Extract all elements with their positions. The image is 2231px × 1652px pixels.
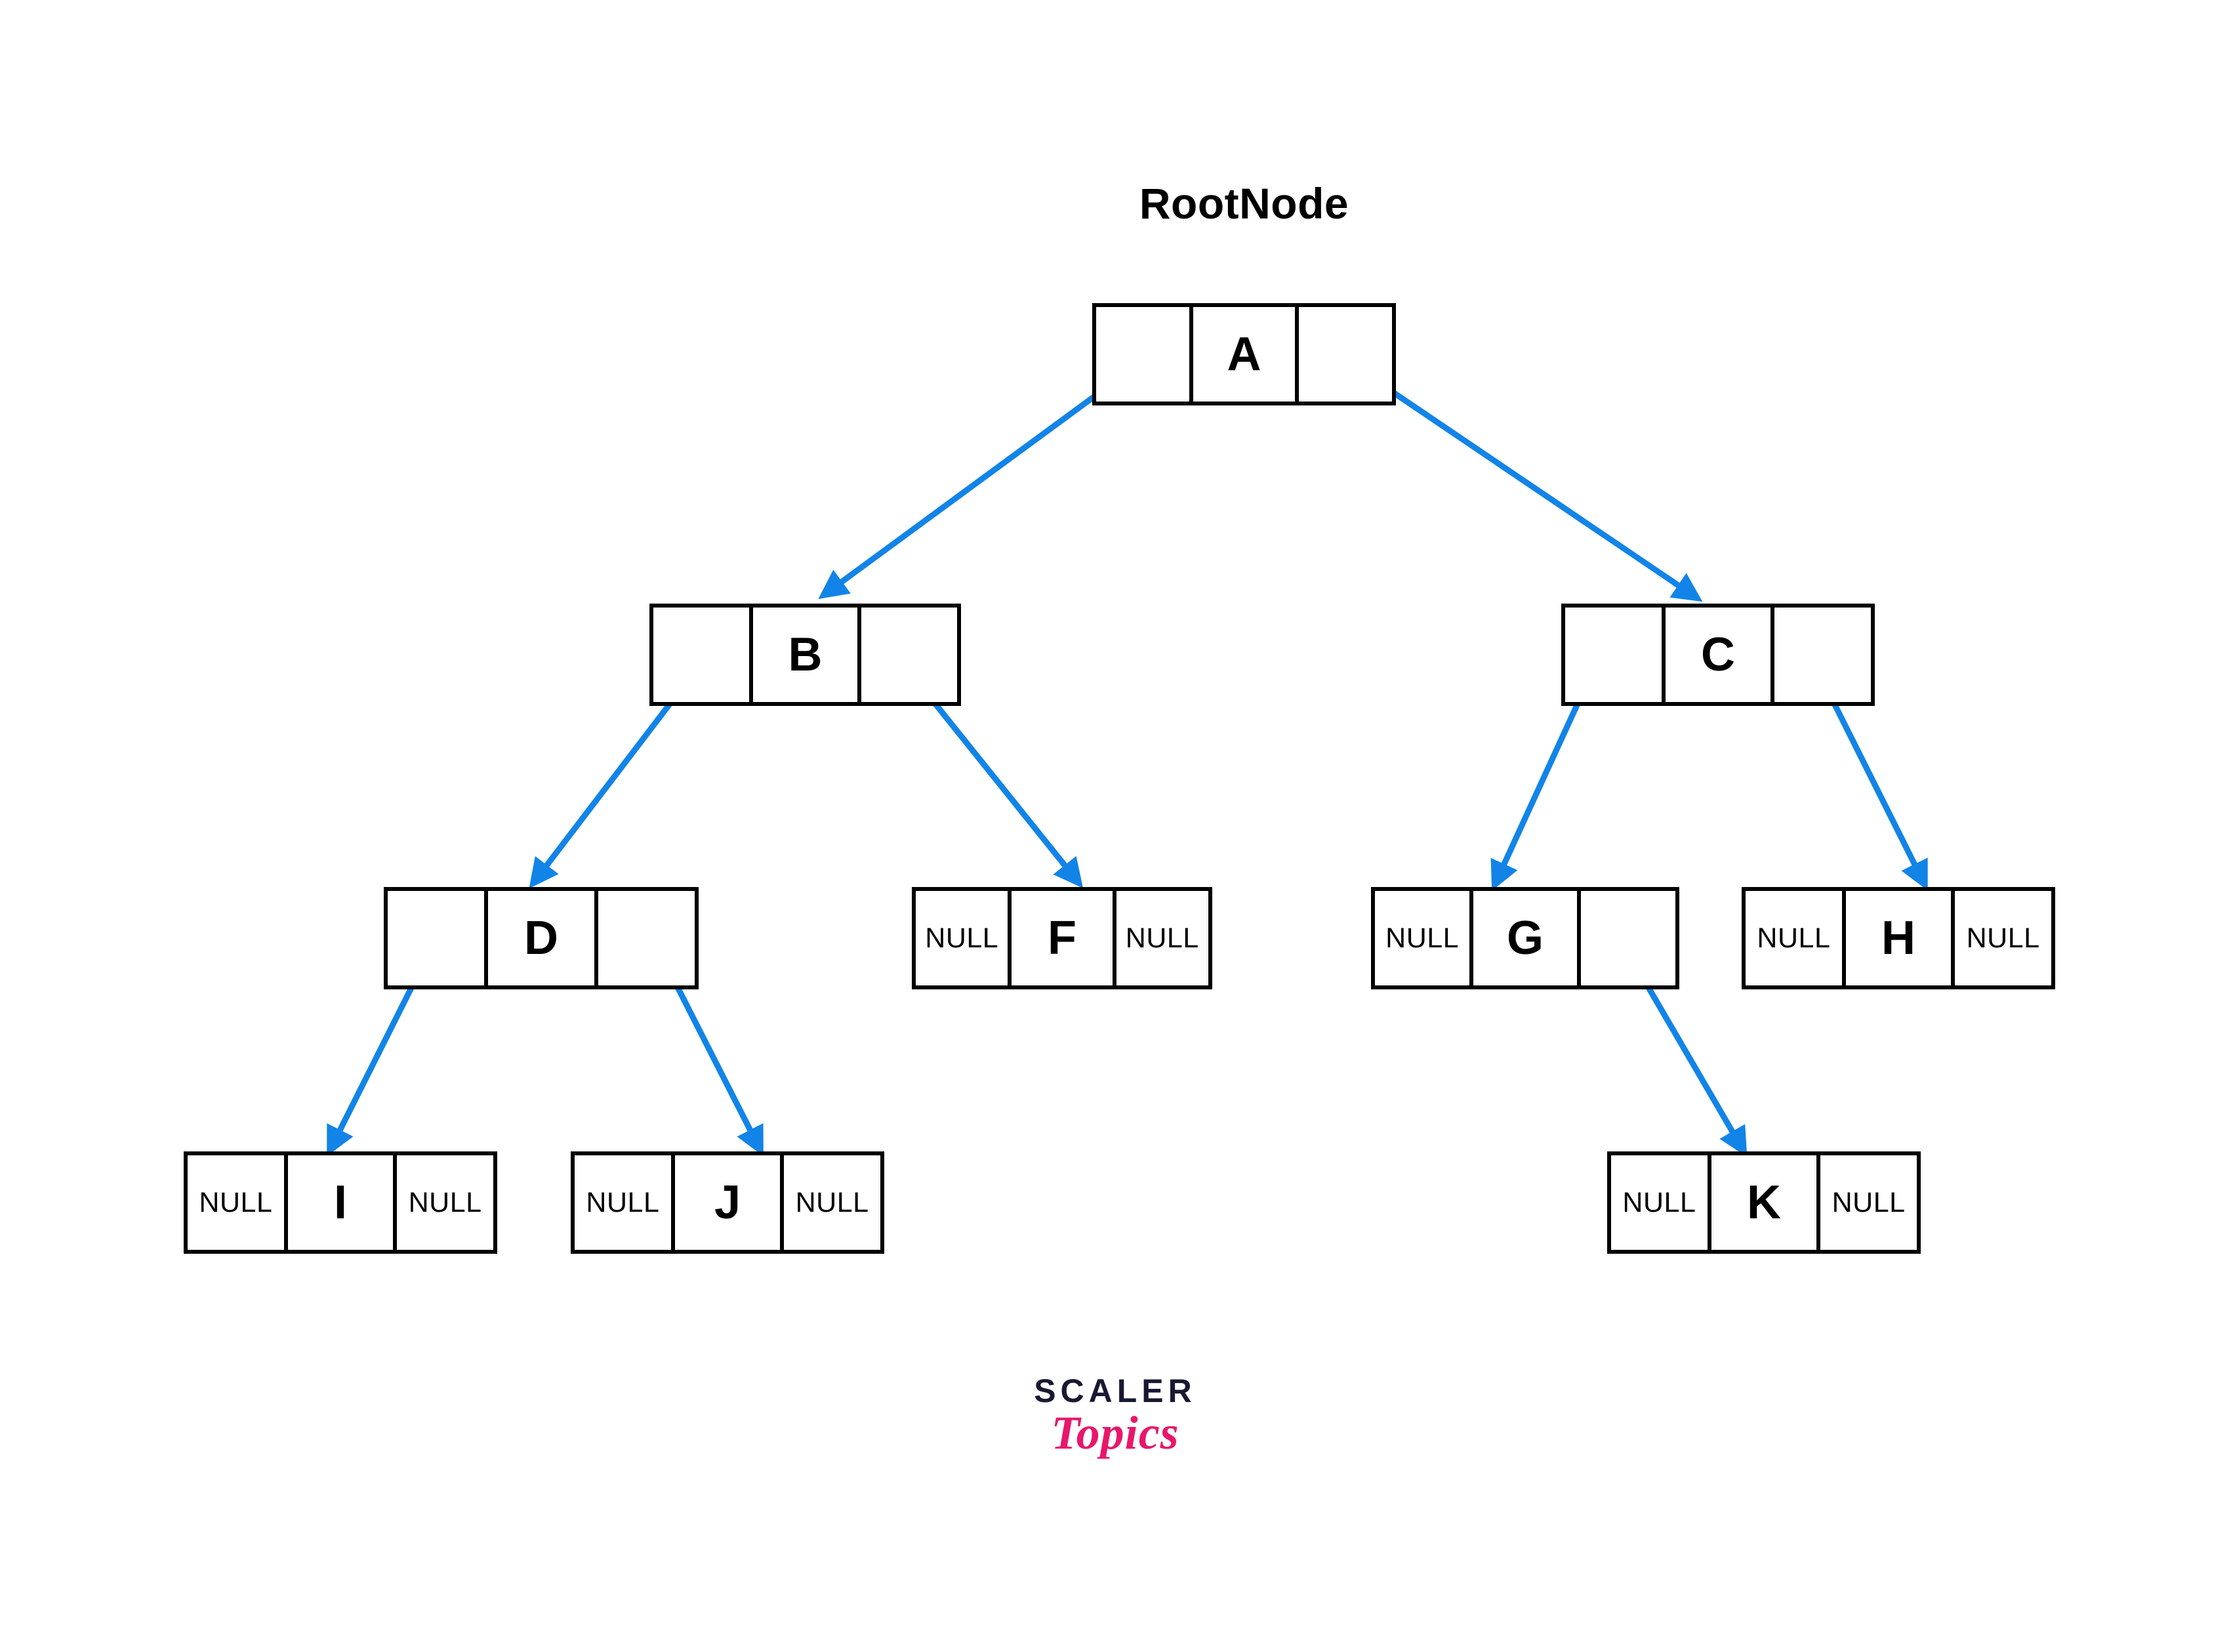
- node-d-left-pointer: [388, 891, 485, 985]
- node-f-left-pointer: NULL: [916, 891, 1008, 985]
- edge-a-to-b: [818, 371, 1127, 600]
- node-b-right-pointer: [861, 608, 957, 702]
- node-j-right-pointer: NULL: [784, 1155, 880, 1250]
- node-f-right-pointer: NULL: [1116, 891, 1208, 985]
- node-b-value: B: [748, 608, 862, 702]
- node-c-value: C: [1661, 608, 1775, 702]
- node-d-value: D: [484, 891, 598, 985]
- node-c-left-pointer: [1565, 608, 1662, 702]
- node-i-value: I: [283, 1155, 398, 1250]
- node-g-left-pointer: NULL: [1375, 891, 1470, 985]
- node-a-value: A: [1189, 307, 1299, 402]
- tree-node-a[interactable]: A: [1092, 303, 1396, 405]
- logo-topics-text: Topics: [1051, 1407, 1179, 1459]
- node-h-left-pointer: NULL: [1746, 891, 1842, 985]
- edges-group: [327, 368, 1928, 1157]
- node-j-value: J: [670, 1155, 785, 1250]
- tree-node-b[interactable]: B: [649, 604, 961, 706]
- node-a-left-pointer: [1096, 307, 1190, 402]
- root-node-label: RootNode: [1139, 179, 1349, 228]
- node-k-value: K: [1707, 1155, 1821, 1250]
- node-a-right-pointer: [1298, 307, 1392, 402]
- scaler-topics-logo: SCALER Topics: [1004, 1374, 1227, 1458]
- node-j-left-pointer: NULL: [575, 1155, 671, 1250]
- tree-node-c[interactable]: C: [1561, 604, 1875, 706]
- node-i-right-pointer: NULL: [397, 1155, 493, 1250]
- node-k-left-pointer: NULL: [1611, 1155, 1708, 1250]
- logo-scaler-text: SCALER: [1034, 1373, 1197, 1409]
- node-g-value: G: [1469, 891, 1581, 985]
- node-c-right-pointer: [1774, 608, 1871, 702]
- node-h-right-pointer: NULL: [1955, 891, 2051, 985]
- node-d-right-pointer: [598, 891, 695, 985]
- node-b-left-pointer: [653, 608, 749, 702]
- node-h-value: H: [1841, 891, 1955, 985]
- node-g-right-pointer: [1580, 891, 1675, 985]
- edge-a-to-c: [1359, 368, 1703, 602]
- node-k-right-pointer: NULL: [1820, 1155, 1917, 1250]
- node-f-value: F: [1008, 891, 1116, 985]
- node-i-left-pointer: NULL: [188, 1155, 284, 1250]
- tree-node-d[interactable]: D: [384, 887, 699, 989]
